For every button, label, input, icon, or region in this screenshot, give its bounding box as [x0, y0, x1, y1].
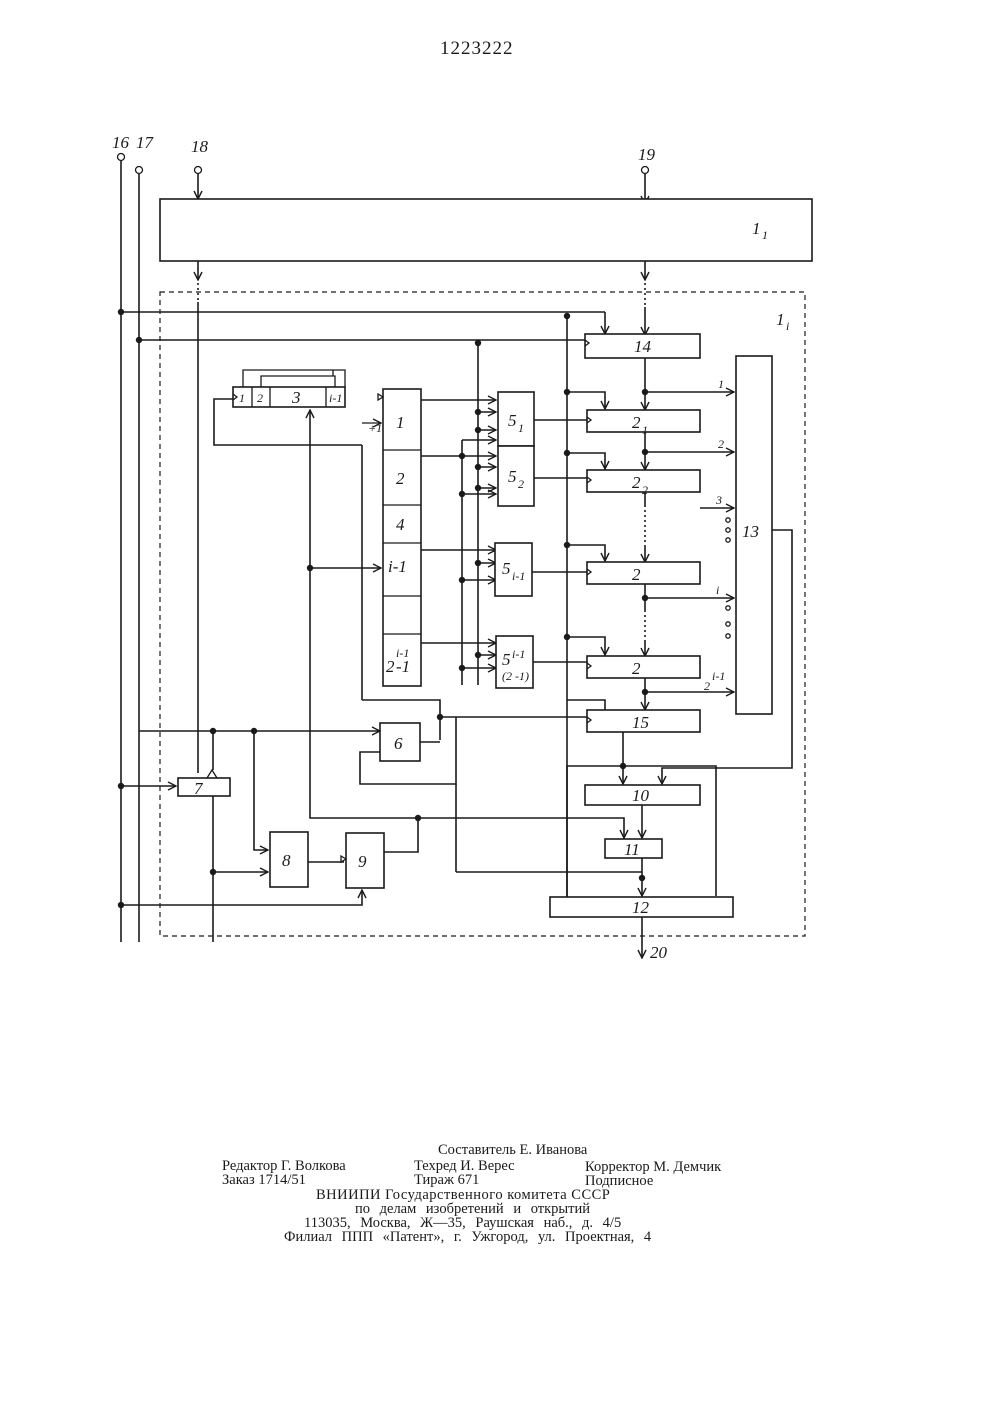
register-cell-2: 2: [257, 391, 263, 405]
wire-16-to-14: [118, 309, 605, 334]
reg-2-1-sub: 1: [642, 423, 648, 437]
block-13-ellipsis: [726, 518, 730, 638]
colophon-branch: Филиал ППП «Патент», г. Ужгород, ул. Про…: [284, 1229, 651, 1246]
colophon-compiler: Составитель Е. Иванова: [438, 1142, 587, 1159]
block-1-i-sub: i: [786, 319, 789, 333]
register-cell-1: 1: [239, 391, 245, 405]
block-6-label: 6: [394, 734, 403, 753]
wire-6-to-12: [456, 872, 645, 881]
input-label-16: 16: [112, 133, 130, 152]
counter-cell-1: 1: [396, 413, 405, 432]
counter-cell-i-1: i-1: [388, 557, 407, 576]
gate-5-i-1-label: 5: [502, 559, 511, 578]
counter-4: [378, 389, 421, 686]
reg-2-i-label: 2: [632, 565, 641, 584]
block-13-input-3: 3: [715, 493, 722, 507]
counter-cell-last-tail: -1: [396, 657, 410, 676]
reg-2-2-sub: 2: [642, 483, 648, 497]
block-1-1-sub: 1: [762, 228, 768, 242]
wires-counter-to-gates: [421, 400, 496, 671]
reg-2-last-label: 2: [632, 659, 641, 678]
block-10-label: 10: [632, 786, 650, 805]
wire-to-counter-i-1: [307, 565, 381, 812]
input-label-17: 17: [136, 133, 155, 152]
wires-block-7: [118, 731, 216, 942]
gate-5-i-1-sub: i-1: [512, 569, 525, 583]
input-label-19: 19: [638, 145, 656, 164]
register-cell-i-1: i-1: [329, 391, 342, 405]
wire-17-to-14: [136, 337, 585, 346]
input-bus-16: [118, 154, 125, 943]
block-1-1: [160, 199, 812, 261]
block-7: [178, 778, 230, 796]
input-bus-17: [136, 167, 143, 943]
gate-5-2-sub: 2: [518, 477, 524, 491]
gate-5-1-sub: 1: [518, 421, 524, 435]
counter-cell-last: 2: [386, 657, 395, 676]
input-label-18: 18: [191, 137, 209, 156]
gate-5-2-label: 5: [508, 467, 517, 486]
counter-cell-2: 2: [396, 469, 405, 488]
block-13-input-last-sup: i-1: [712, 669, 725, 683]
colophon-order: Заказ 1714/51: [222, 1172, 306, 1189]
gate-5-last-sub: (2 -1): [502, 669, 529, 683]
block-8-label: 8: [282, 851, 291, 870]
block-1-i-label: 1: [776, 310, 785, 329]
block-11-label: 11: [624, 840, 640, 859]
block-1-1-label: 1: [752, 219, 761, 238]
block-15-label: 15: [632, 713, 649, 732]
block-13-input-last: 2: [704, 679, 710, 693]
gate-5-last-sup: i-1: [512, 647, 525, 661]
block-13-label: 13: [742, 522, 759, 541]
gate-5-1-label: 5: [508, 411, 517, 430]
wires-gates-to-regs: [532, 420, 587, 662]
block-13-input-2: 2: [718, 437, 724, 451]
reg-2-1-label: 2: [632, 413, 641, 432]
output-label-20: 20: [650, 943, 668, 962]
reg-2-2-label: 2: [632, 473, 641, 492]
block-diagram: 16 17 18 19 1 1 1 i 14: [0, 0, 1000, 1000]
gate-5-last-label: 5: [502, 650, 511, 669]
block-13-input-1: 1: [718, 377, 724, 391]
block-14-label: 14: [634, 337, 652, 356]
block-13-input-i: i: [716, 583, 719, 597]
block-9-label: 9: [358, 852, 367, 871]
counter-cell-4: 4: [396, 515, 405, 534]
register-3-label: 3: [291, 388, 301, 407]
block-12-label: 12: [632, 898, 650, 917]
